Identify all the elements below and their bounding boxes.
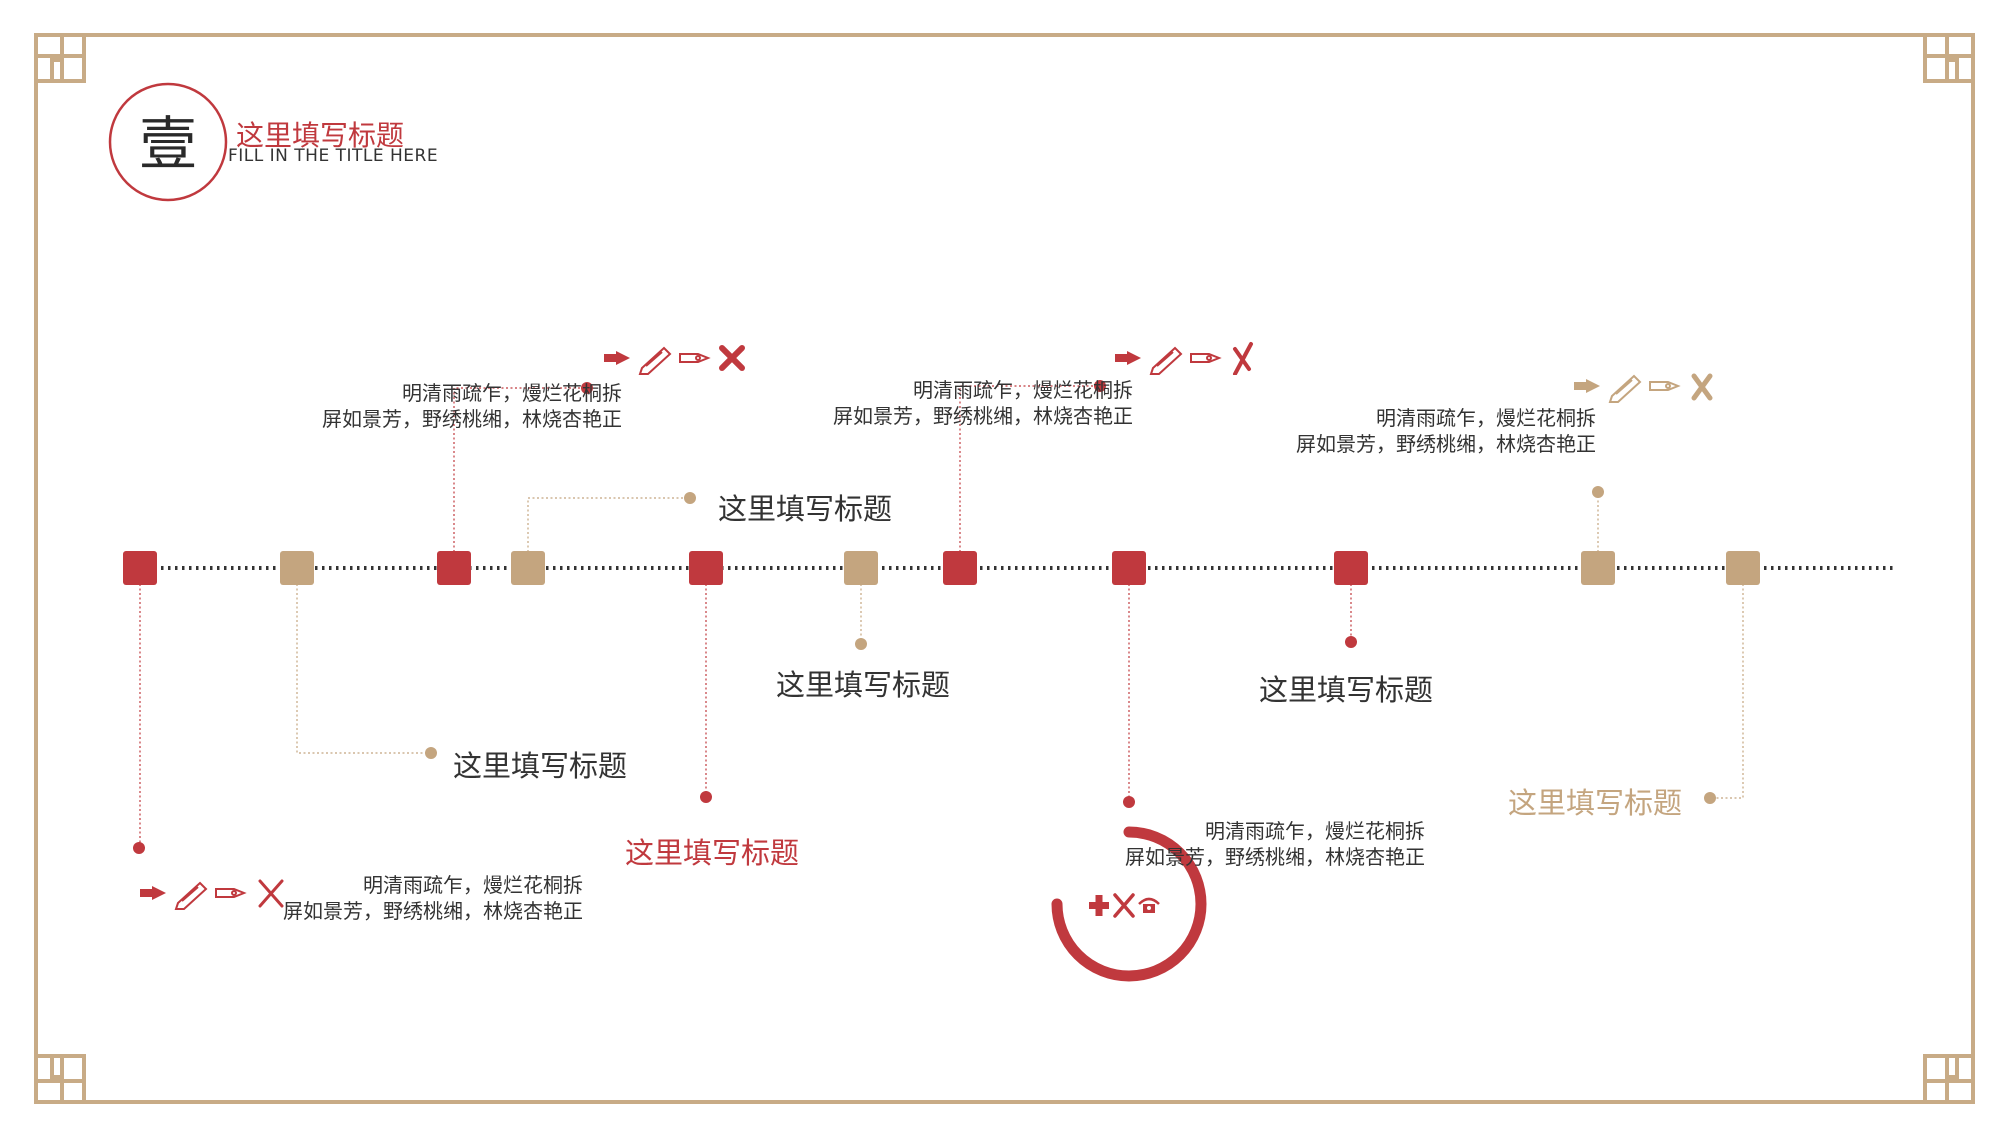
milestone-square bbox=[844, 551, 878, 585]
pencil-icon bbox=[174, 881, 208, 910]
description-note: 明清雨疏乍，熳烂花桐拆 屏如景芳，野绣桃缃，林烧杏艳正 bbox=[1040, 818, 1425, 870]
note-line: 明清雨疏乍，熳烂花桐拆 bbox=[363, 873, 583, 897]
cross-plus-icon bbox=[1089, 895, 1109, 916]
header-subtitle: FILL IN THE TITLE HERE bbox=[228, 146, 439, 166]
note-line: 屏如景芳，野绣桃缃，林烧杏艳正 bbox=[322, 407, 622, 431]
note-line: 屏如景芳，野绣桃缃，林烧杏艳正 bbox=[833, 404, 1133, 428]
milestone-square bbox=[689, 551, 723, 585]
tool-icon-row bbox=[138, 876, 288, 910]
milestone-square bbox=[1112, 551, 1146, 585]
fountain-pen-icon bbox=[1190, 353, 1222, 363]
milestone-square bbox=[1581, 551, 1615, 585]
pen-nib-icon bbox=[1115, 351, 1141, 365]
milestone-label: 这里填写标题 bbox=[776, 668, 951, 702]
description-note: 明清雨疏乍，熳烂花桐拆 屏如景芳，野绣桃缃，林烧杏艳正 bbox=[1256, 405, 1596, 457]
corner-ornament-bottom-right bbox=[1923, 1054, 1975, 1104]
note-line: 明清雨疏乍，熳烂花桐拆 bbox=[1205, 819, 1425, 843]
cross-icon bbox=[719, 345, 745, 371]
pen-nib-icon bbox=[604, 351, 630, 365]
cross-icon bbox=[1691, 373, 1713, 401]
connector-lines bbox=[139, 385, 1744, 848]
milestone-label: 这里填写标题 bbox=[1508, 786, 1683, 820]
milestone-square bbox=[511, 551, 545, 585]
pencil-icon bbox=[1608, 374, 1642, 403]
corner-ornament-top-right bbox=[1923, 33, 1975, 83]
cross-icon bbox=[1233, 342, 1253, 375]
note-line: 明清雨疏乍，熳烂花桐拆 bbox=[1376, 406, 1596, 430]
medical-icon-row bbox=[1087, 888, 1163, 922]
milestone-square bbox=[437, 551, 471, 585]
fountain-pen-icon bbox=[679, 353, 711, 363]
note-line: 明清雨疏乍，熳烂花桐拆 bbox=[913, 378, 1133, 402]
note-line: 明清雨疏乍，熳烂花桐拆 bbox=[402, 381, 622, 405]
section-number: 壹 bbox=[138, 110, 197, 178]
description-note: 明清雨疏乍，熳烂花桐拆 屏如景芳，野绣桃缃，林烧杏艳正 bbox=[282, 380, 622, 432]
milestone-square bbox=[943, 551, 977, 585]
cross-icon bbox=[258, 879, 284, 908]
connector-dots bbox=[133, 380, 1716, 854]
pen-nib-icon bbox=[140, 886, 166, 900]
fountain-pen-icon bbox=[1649, 381, 1681, 391]
tool-icon-row bbox=[602, 341, 752, 375]
milestone-square bbox=[1334, 551, 1368, 585]
milestone-label: 这里填写标题 bbox=[453, 749, 628, 783]
note-line: 屏如景芳，野绣桃缃，林烧杏艳正 bbox=[1296, 432, 1596, 456]
description-note: 明清雨疏乍，熳烂花桐拆 屏如景芳，野绣桃缃，林烧杏艳正 bbox=[243, 872, 583, 924]
milestone-label: 这里填写标题 bbox=[1259, 673, 1434, 707]
frame-border bbox=[34, 33, 1975, 1104]
header-circle bbox=[108, 82, 228, 202]
tool-icon-row bbox=[1113, 341, 1263, 375]
corner-ornament-top-left bbox=[34, 33, 86, 83]
milestone-square bbox=[123, 551, 157, 585]
milestone-markers bbox=[123, 551, 1760, 585]
pencil-icon bbox=[638, 346, 672, 375]
pen-nib-icon bbox=[1574, 379, 1600, 393]
progress-ring bbox=[1051, 826, 1207, 982]
milestone-square bbox=[1726, 551, 1760, 585]
tool-icon-row bbox=[1572, 369, 1722, 403]
note-line: 屏如景芳，野绣桃缃，林烧杏艳正 bbox=[283, 899, 583, 923]
phone-icon bbox=[1138, 897, 1160, 913]
description-note: 明清雨疏乍，熳烂花桐拆 屏如景芳，野绣桃缃，林烧杏艳正 bbox=[793, 377, 1133, 429]
header-title: 这里填写标题 bbox=[236, 119, 405, 152]
x-icon bbox=[1113, 893, 1135, 918]
milestone-label: 这里填写标题 bbox=[625, 836, 800, 870]
pencil-icon bbox=[1149, 346, 1183, 375]
corner-ornament-bottom-left bbox=[34, 1054, 86, 1104]
fountain-pen-icon bbox=[215, 888, 247, 898]
milestone-square bbox=[280, 551, 314, 585]
milestone-label: 这里填写标题 bbox=[718, 492, 893, 526]
note-line: 屏如景芳，野绣桃缃，林烧杏艳正 bbox=[1125, 845, 1425, 869]
